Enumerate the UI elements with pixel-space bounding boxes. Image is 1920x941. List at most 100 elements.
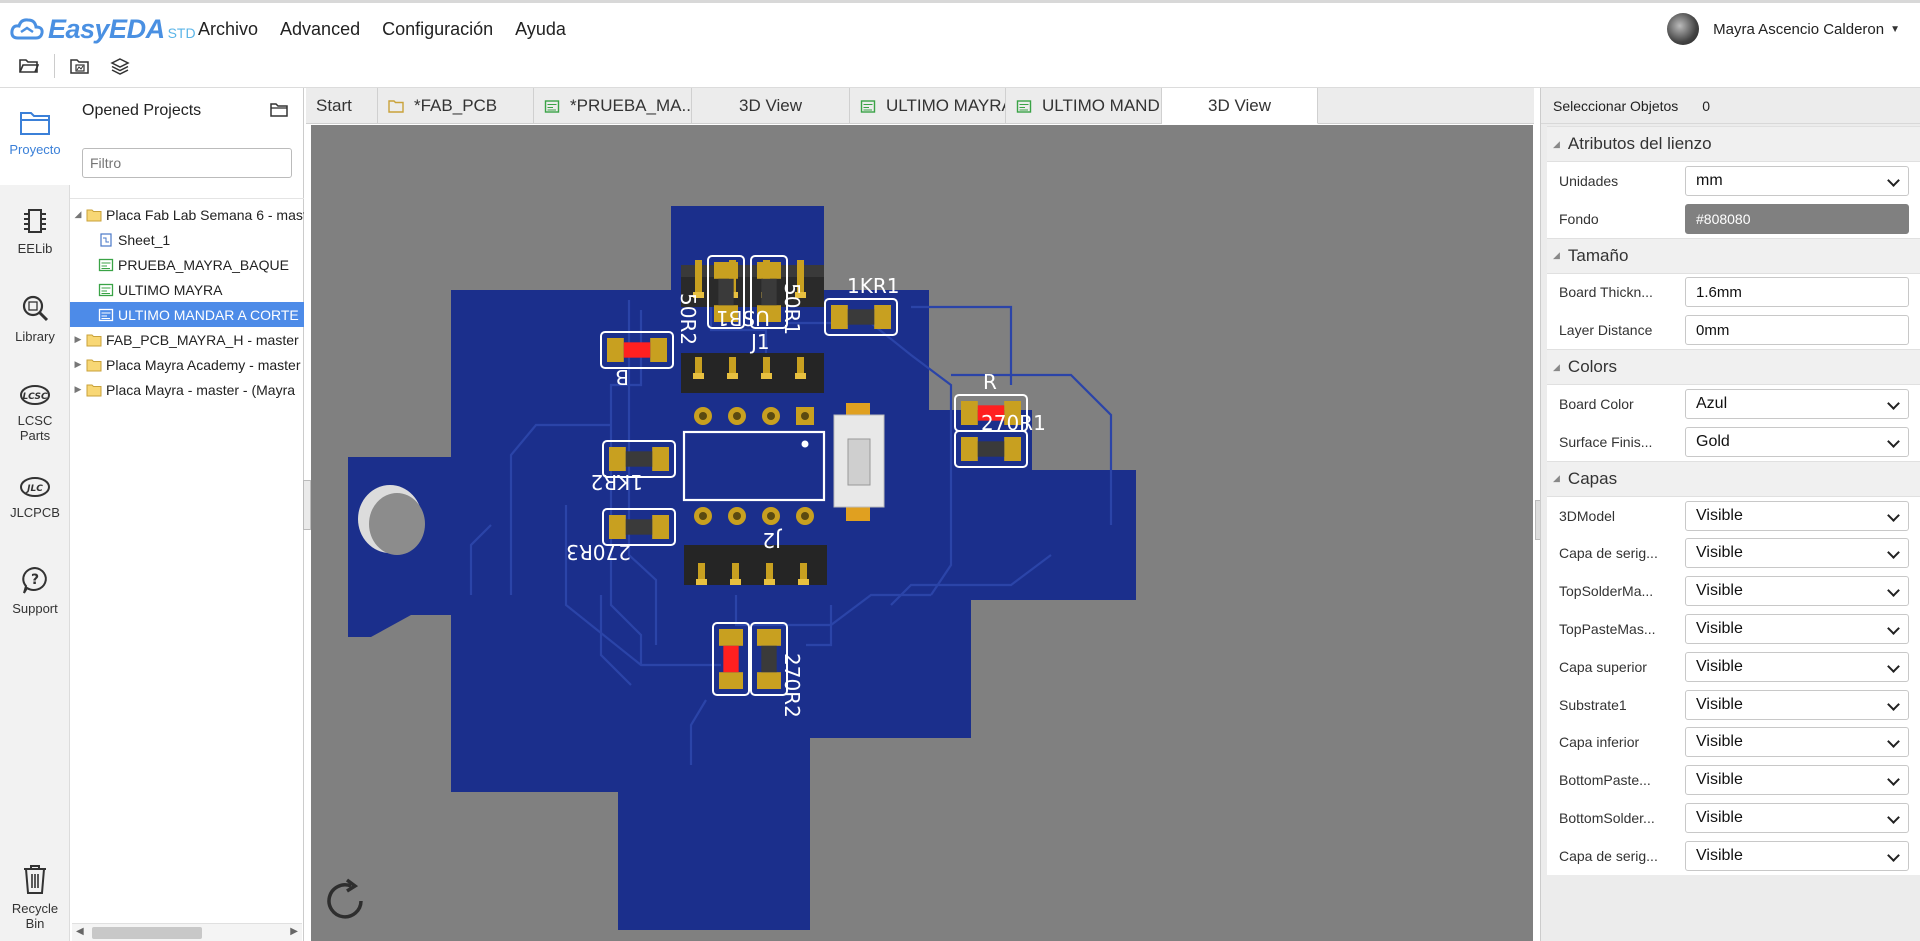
tree-item[interactable]: ◢Placa Fab Lab Semana 6 - master (Mayra.… [70, 202, 304, 227]
menu-ayuda[interactable]: Ayuda [515, 19, 566, 39]
smd-pad [607, 338, 624, 362]
section-header[interactable]: ◢Capas [1547, 460, 1920, 497]
nav-proyecto[interactable]: Proyecto [0, 88, 70, 185]
property-select[interactable]: Visible [1685, 803, 1909, 834]
folder-icon [86, 209, 102, 221]
expand-closed-icon[interactable]: ▶ [74, 384, 82, 394]
resistor-body [761, 645, 777, 673]
panel-title: Opened Projects [82, 102, 202, 119]
section-header[interactable]: ◢Atributos del lienzo [1547, 126, 1920, 162]
user-name: Mayra Ascencio Calderon [1713, 20, 1885, 38]
property-select[interactable]: Visible [1685, 651, 1909, 682]
tree-item[interactable]: PRUEBA_MAYRA_BAQUE [70, 252, 304, 277]
tab-6[interactable]: ULTIMO MAND... [1006, 88, 1162, 124]
resistor-body [625, 519, 653, 535]
tree-item-label: PRUEBA_MAYRA_BAQUE [118, 256, 289, 273]
property-input[interactable]: 1.6mm [1685, 277, 1909, 308]
tab-3[interactable]: *PRUEBA_MA... [534, 88, 692, 124]
menu-archivo[interactable]: Archivo [198, 19, 259, 39]
3d-view-canvas[interactable]: USB1 50R2 50R1 1KR1 J1 B R 270R1 1KR2 27… [311, 125, 1533, 941]
pin-tip [727, 373, 738, 379]
avatar [1667, 13, 1700, 45]
section-title: Atributos del lienzo [1567, 134, 1712, 153]
section-header[interactable]: ◢Colors [1547, 349, 1920, 386]
tree-item[interactable]: ULTIMO MAYRA [70, 277, 304, 302]
property-select[interactable]: Visible [1685, 765, 1909, 796]
header-pin [695, 260, 702, 296]
nav-lcsc-parts[interactable]: LCSC LCSC Parts [0, 365, 70, 465]
section-title: Tamaño [1567, 245, 1629, 265]
component-outline [602, 508, 676, 546]
tree-item[interactable]: ▶FAB_PCB_MAYRA_H - master [70, 327, 304, 352]
left-splitter-handle[interactable] [303, 480, 311, 530]
menu-configuracion[interactable]: Configuración [382, 19, 494, 39]
rotate-view-button[interactable] [321, 877, 369, 930]
menu-advanced[interactable]: Advanced [280, 19, 361, 39]
tab-label: 3D View [1208, 95, 1271, 115]
property-select[interactable]: Visible [1685, 500, 1909, 531]
layers-button[interactable] [105, 51, 135, 81]
background-color-field[interactable]: #808080 [1685, 203, 1909, 234]
scroll-thumb[interactable] [92, 927, 202, 939]
tree-item[interactable]: ULTIMO MANDAR A CORTE [70, 302, 304, 327]
chip-icon [24, 209, 46, 233]
property-select[interactable]: Visible [1685, 538, 1909, 569]
collapse-icon: ◢ [1553, 361, 1560, 372]
header-pin [729, 357, 736, 377]
tree-item[interactable]: Sheet_1 [70, 227, 304, 252]
properties-panel: Seleccionar Objetos 0 ◢Atributos del lie… [1540, 88, 1920, 941]
nav-recycle-bin[interactable]: Recycle Bin [0, 863, 70, 941]
property-select[interactable]: Visible [1685, 576, 1909, 607]
opened-projects-panel: Opened Projects ◢Placa Fab Lab Semana 6 … [70, 88, 304, 941]
expand-open-icon[interactable]: ◢ [74, 209, 82, 219]
tab-2[interactable]: *FAB_PCB [378, 88, 534, 124]
nav-support[interactable]: ? Support [0, 551, 70, 651]
component-outline [600, 331, 674, 369]
property-select[interactable]: Visible [1685, 840, 1909, 871]
section-header[interactable]: ◢Tamaño [1547, 237, 1920, 274]
nav-library[interactable]: Library [0, 275, 70, 365]
tab-label: Start [316, 96, 352, 115]
property-select[interactable]: Visible [1685, 727, 1909, 758]
tab-5[interactable]: ULTIMO MAYRA [850, 88, 1006, 124]
property-label: Surface Finis... [1559, 433, 1653, 450]
property-select[interactable]: Gold [1685, 426, 1909, 457]
expand-closed-icon[interactable]: ▶ [74, 334, 82, 344]
pcb-icon [98, 258, 114, 271]
tree-item[interactable]: ▶Placa Mayra - master - (Mayra [70, 377, 304, 402]
tree-item[interactable]: ▶Placa Mayra Academy - master [70, 352, 304, 377]
tab-7[interactable]: 3D View [1162, 88, 1318, 124]
property-row: Surface Finis... Gold [1547, 423, 1920, 461]
silk-270r3: 270R3 [566, 540, 631, 564]
tab-1[interactable]: Start [306, 88, 378, 124]
logo[interactable]: EasyEDA STD [10, 11, 196, 47]
property-select[interactable]: Visible [1685, 689, 1909, 720]
lcsc-icon: LCSC [20, 385, 50, 405]
scroll-left-icon[interactable]: ◀ [76, 926, 84, 937]
via-hole [801, 512, 809, 520]
open-project-folder-icon[interactable] [270, 102, 288, 122]
horizontal-scrollbar[interactable]: ◀ ▶ [72, 923, 302, 941]
expand-closed-icon[interactable]: ▶ [74, 359, 82, 369]
user-menu[interactable]: Mayra Ascencio Calderon ▼ [1667, 13, 1900, 45]
nav-jlcpcb[interactable]: JLC JLCPCB [0, 465, 70, 551]
property-input[interactable]: 0mm [1685, 315, 1909, 346]
pcb-3d-board[interactable]: USB1 50R2 50R1 1KR1 J1 B R 270R1 1KR2 27… [311, 125, 1533, 941]
pin-tip [696, 579, 707, 585]
pcb-icon [544, 99, 560, 113]
property-select[interactable]: mm [1685, 165, 1909, 196]
open-folder-button[interactable] [14, 51, 44, 81]
tab-4[interactable]: 3D View [692, 88, 850, 124]
nav-eelib[interactable]: EELib [0, 185, 70, 275]
scroll-right-icon[interactable]: ▶ [290, 926, 298, 937]
export-image-button[interactable] [65, 51, 95, 81]
property-select[interactable]: Azul [1685, 389, 1909, 420]
filter-input[interactable] [82, 148, 292, 178]
property-select[interactable]: Visible [1685, 614, 1909, 645]
smd-pad [719, 629, 743, 646]
silk-b: B [615, 365, 629, 389]
